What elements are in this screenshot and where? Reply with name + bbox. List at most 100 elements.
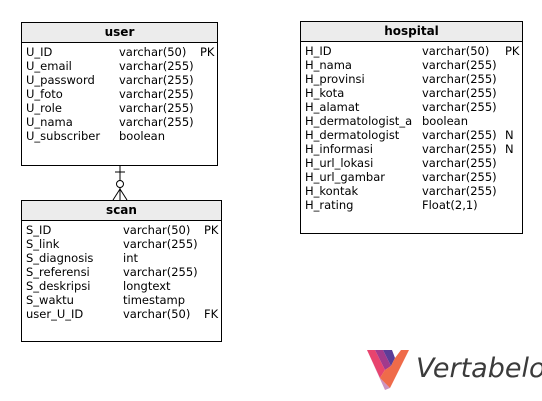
column-row[interactable]: H_kontak varchar(255) (305, 184, 522, 198)
column-type: varchar(255) (123, 237, 198, 251)
column-type: varchar(255) (422, 128, 497, 142)
column-type: varchar(255) (422, 170, 497, 184)
column-type: longtext (123, 279, 171, 293)
column-type: varchar(255) (422, 184, 497, 198)
column-type: varchar(255) (119, 115, 194, 129)
column-type: varchar(50) (123, 223, 191, 237)
column-row[interactable]: H_nama varchar(255) (305, 58, 522, 72)
column-key: N (505, 128, 514, 142)
column-name: U_foto (26, 87, 63, 101)
column-name: H_dermatologist (305, 128, 400, 142)
column-name: H_alamat (305, 100, 360, 114)
column-name: H_rating (305, 198, 354, 212)
column-key: FK (204, 307, 219, 321)
column-type: varchar(255) (422, 58, 497, 72)
column-name: S_waktu (26, 293, 74, 307)
column-row[interactable]: H_kota varchar(255) (305, 86, 522, 100)
column-name: S_ID (26, 223, 52, 237)
column-name: U_email (26, 59, 72, 73)
column-type: varchar(255) (119, 101, 194, 115)
column-name: U_ID (26, 45, 53, 59)
column-key: N (505, 142, 514, 156)
column-name: S_deskripsi (26, 279, 91, 293)
crowfoot-right (119, 188, 128, 201)
column-type: varchar(50) (119, 45, 187, 59)
column-row[interactable]: S_ID varchar(50) PK (26, 223, 221, 237)
column-key: PK (200, 45, 215, 59)
column-row[interactable]: U_role varchar(255) (26, 101, 217, 115)
column-name: H_url_gambar (305, 170, 385, 184)
column-name: H_nama (305, 58, 352, 72)
column-name: S_referensi (26, 265, 90, 279)
zero-marker (116, 180, 124, 188)
column-type: varchar(255) (422, 86, 497, 100)
column-row[interactable]: H_dermatologist varchar(255) N (305, 128, 522, 142)
column-row[interactable]: U_subscriber boolean (26, 129, 217, 143)
column-row[interactable]: S_diagnosis int (26, 251, 221, 265)
column-type: boolean (119, 129, 165, 143)
table-header-scan: scan (22, 201, 221, 221)
column-name: U_subscriber (26, 129, 101, 143)
column-type: varchar(50) (123, 307, 191, 321)
column-type: varchar(255) (119, 87, 194, 101)
column-type: varchar(255) (119, 73, 194, 87)
table-header-user: user (22, 23, 217, 43)
column-row[interactable]: H_ID varchar(50) PK (305, 44, 522, 58)
column-row[interactable]: user_U_ID varchar(50) FK (26, 307, 221, 321)
column-type: varchar(255) (119, 59, 194, 73)
column-name: user_U_ID (26, 307, 84, 321)
column-type: varchar(255) (123, 265, 198, 279)
column-type: timestamp (123, 293, 186, 307)
column-name: H_ID (305, 44, 332, 58)
column-type: varchar(50) (422, 44, 490, 58)
crowfoot-left (112, 188, 121, 201)
column-type: varchar(255) (422, 142, 497, 156)
column-type: varchar(255) (422, 156, 497, 170)
column-type: varchar(255) (422, 100, 497, 114)
column-row[interactable]: S_referensi varchar(255) (26, 265, 221, 279)
column-row[interactable]: U_ID varchar(50) PK (26, 45, 217, 59)
column-row[interactable]: H_url_lokasi varchar(255) (305, 156, 522, 170)
vertabelo-logo: Vertabelo (365, 348, 542, 392)
table-header-hospital: hospital (301, 22, 522, 42)
column-key: PK (204, 223, 219, 237)
column-row[interactable]: H_rating Float(2,1) (305, 198, 522, 212)
column-name: S_diagnosis (26, 251, 94, 265)
column-row[interactable]: H_informasi varchar(255) N (305, 142, 522, 156)
column-row[interactable]: U_email varchar(255) (26, 59, 217, 73)
table-user[interactable]: user U_ID varchar(50) PK U_email varchar(255… (21, 22, 218, 166)
column-row[interactable]: H_alamat varchar(255) (305, 100, 522, 114)
column-name: H_kontak (305, 184, 359, 198)
column-name: U_role (26, 101, 62, 115)
column-name: H_kota (305, 86, 345, 100)
column-row[interactable]: S_link varchar(255) (26, 237, 221, 251)
column-row[interactable]: H_url_gambar varchar(255) (305, 170, 522, 184)
column-type: int (123, 251, 138, 265)
table-scan[interactable]: scan S_ID varchar(50) PK S_link varchar(255)… (21, 200, 222, 342)
column-name: H_dermatologist_a (305, 114, 413, 128)
column-name: S_link (26, 237, 60, 251)
column-row[interactable]: H_provinsi varchar(255) (305, 72, 522, 86)
column-key: PK (505, 44, 520, 58)
table-hospital[interactable]: hospital H_ID varchar(50) PK H_nama varchar(… (300, 21, 523, 234)
column-name: U_nama (26, 115, 73, 129)
column-row[interactable]: S_deskripsi longtext (26, 279, 221, 293)
column-row[interactable]: U_foto varchar(255) (26, 87, 217, 101)
column-row[interactable]: U_nama varchar(255) (26, 115, 217, 129)
column-name: H_provinsi (305, 72, 365, 86)
column-name: U_password (26, 73, 95, 87)
column-name: H_informasi (305, 142, 373, 156)
vertabelo-mark-icon (367, 350, 409, 390)
vertabelo-logo-text: Vertabelo (416, 353, 542, 384)
column-type: Float(2,1) (422, 198, 478, 212)
column-type: boolean (422, 114, 468, 128)
column-name: H_url_lokasi (305, 156, 374, 170)
column-row[interactable]: H_dermatologist_a boolean (305, 114, 522, 128)
column-type: varchar(255) (422, 72, 497, 86)
column-row[interactable]: U_password varchar(255) (26, 73, 217, 87)
column-row[interactable]: S_waktu timestamp (26, 293, 221, 307)
